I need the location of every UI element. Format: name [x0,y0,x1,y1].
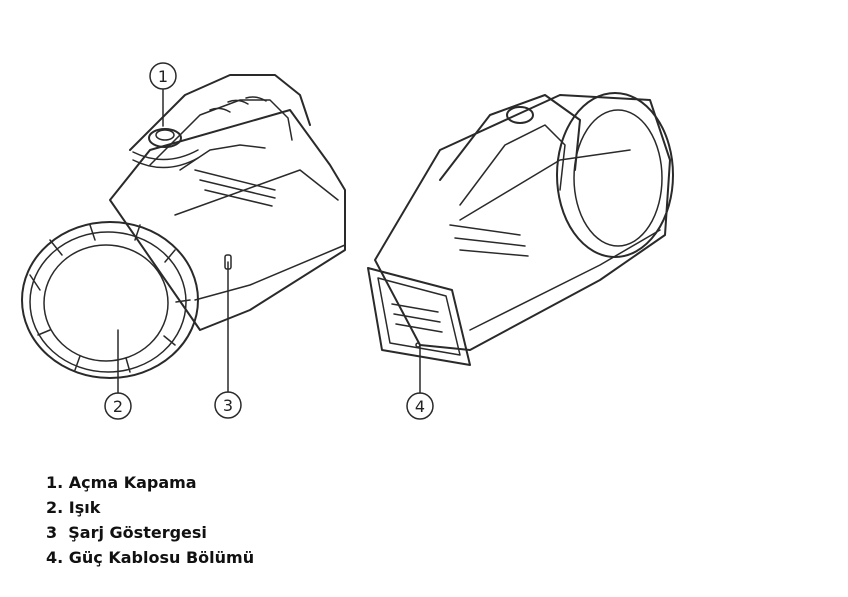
power-cord-compartment-shape [367,267,471,366]
legend-item-power-button: 1. Açma Kapama [46,473,197,492]
callout-circle-4 [406,392,434,420]
callout-circle-2 [104,392,132,420]
flashlight-back-view [367,92,674,366]
legend-item-charge-indicator: 3 Şarj Göstergesi [46,523,207,542]
flashlight-diagram: 1 2 3 4 [21,62,674,420]
callout-number-4: 4 [415,397,425,416]
callout-number-2: 2 [113,397,123,416]
legend-item-light: 2. Işık [46,498,101,517]
legend-item-power-cord-compartment: 4. Güç Kablosu Bölümü [46,548,255,567]
callout-circle-3 [214,391,242,419]
callout-number-1: 1 [158,67,168,86]
parts-legend: 1. Açma Kapama 2. Işık 3 Şarj Göstergesi… [46,470,254,570]
callout-number-3: 3 [223,396,233,415]
flashlight-front-view [21,74,346,379]
power-button-shape [132,128,199,169]
callout-circle-1 [149,62,177,90]
callout-leaders [117,89,421,394]
lens-shape [21,221,199,379]
